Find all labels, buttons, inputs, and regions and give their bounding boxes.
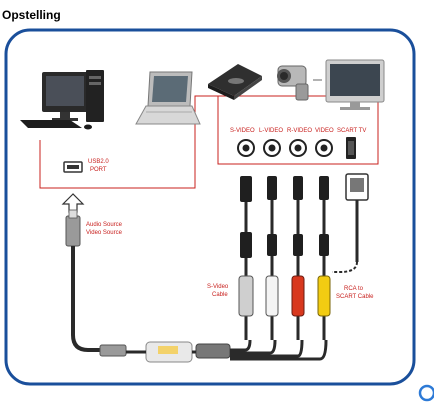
rca-cable-label-1: RCA to xyxy=(344,286,364,292)
lvideo-jack-icon xyxy=(263,139,281,157)
output-labels: S-VIDEO L-VIDEO R-VIDEO VIDEO SCART TV xyxy=(230,128,366,134)
lvideo-plug-mid xyxy=(267,234,277,256)
source-label-2: Video Source xyxy=(86,230,123,236)
usb-port-icon xyxy=(63,161,83,173)
white-plug xyxy=(265,275,279,317)
rvideo-jack-icon xyxy=(289,139,307,157)
svideo-cable-label-1: S-Video xyxy=(207,284,229,290)
tv-icon xyxy=(325,59,385,110)
desktop-computer-icon xyxy=(20,70,104,130)
page-title: Opstelling xyxy=(2,8,61,22)
usb-port-label-1: USB2.0 xyxy=(88,159,109,165)
svideo-plug-mid xyxy=(240,232,252,258)
svideo-jack-icon xyxy=(237,139,255,157)
camcorder-icon xyxy=(277,65,322,101)
yellow-plug xyxy=(317,275,331,317)
output-label-video: VIDEO xyxy=(315,128,334,134)
red-plug xyxy=(291,275,305,317)
svideo-plug-top xyxy=(240,176,252,202)
source-label-1: Audio Source xyxy=(86,222,123,228)
scart-port-icon xyxy=(346,137,356,159)
top-plugs xyxy=(240,176,329,258)
usb-cable xyxy=(65,209,127,357)
lvideo-plug-top xyxy=(267,176,277,200)
output-label-svideo: S-VIDEO xyxy=(230,128,255,134)
laptop-icon xyxy=(135,71,201,125)
svideo-plug xyxy=(238,275,254,317)
output-label-rvideo: R-VIDEO xyxy=(287,128,312,134)
output-connectors xyxy=(237,137,356,159)
rca-cable-label-2: SCART Cable xyxy=(336,294,374,300)
video-plug-top xyxy=(319,176,329,200)
corner-logo-icon xyxy=(418,384,434,402)
video-plug-mid xyxy=(319,234,329,256)
capture-device xyxy=(126,341,231,363)
output-label-lvideo: L-VIDEO xyxy=(259,128,283,134)
video-jack-icon xyxy=(315,139,333,157)
cable-bundle xyxy=(230,339,328,361)
scart-cable xyxy=(332,173,369,273)
colored-plugs xyxy=(238,275,331,317)
usb-port-label-2: PORT xyxy=(90,167,107,173)
svideo-cable-label-2: Cable xyxy=(212,292,228,298)
diagram-frame xyxy=(4,28,416,386)
rvideo-plug-mid xyxy=(293,234,303,256)
rvideo-plug-top xyxy=(293,176,303,200)
dvd-player-icon xyxy=(208,64,262,100)
output-label-scart-tv: SCART TV xyxy=(337,128,366,134)
